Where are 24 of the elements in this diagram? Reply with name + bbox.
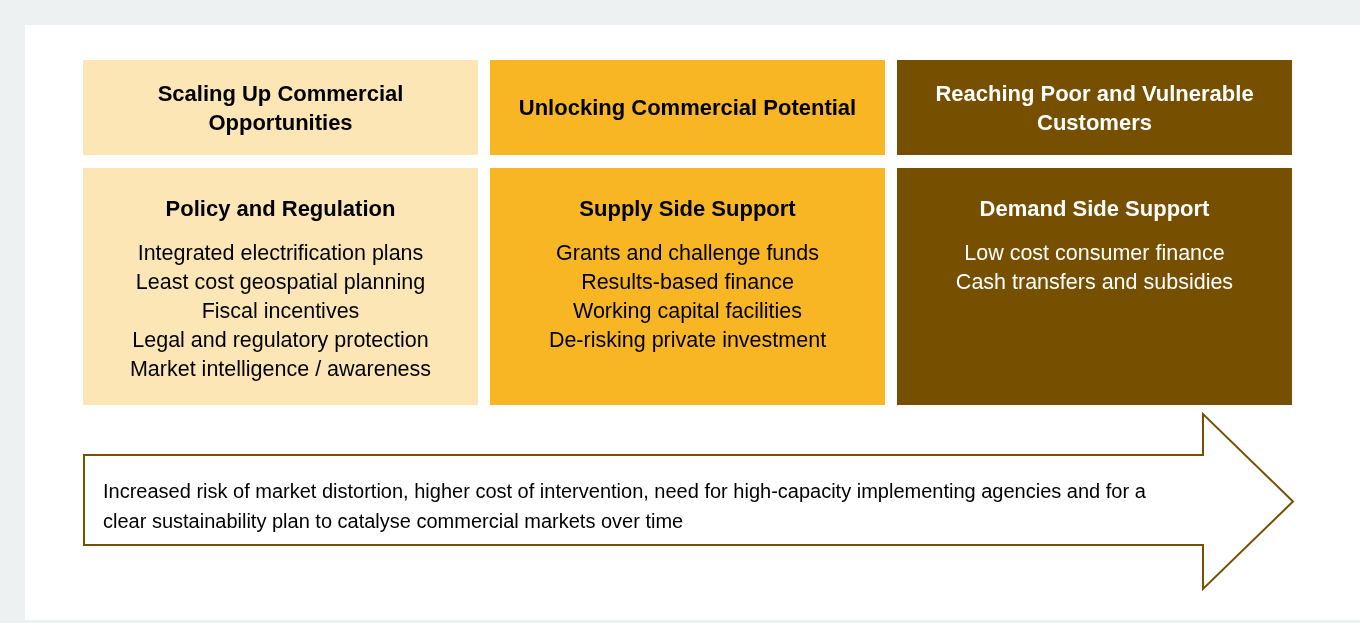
box-heading: Policy and Regulation xyxy=(165,195,396,223)
list-item: Integrated electrification plans xyxy=(137,240,424,267)
box-heading: Reaching Poor and Vulnerable Customers xyxy=(934,79,1255,137)
box-heading: Unlocking Commercial Potential xyxy=(518,94,857,122)
header-box xyxy=(83,60,478,155)
list-item: Fiscal incentives xyxy=(201,298,360,325)
category-box xyxy=(897,168,1292,405)
list-item: Low cost consumer finance xyxy=(964,240,1225,267)
list-item: Working capital facilities xyxy=(573,298,802,325)
list-item: Results-based finance xyxy=(581,269,794,296)
header-box xyxy=(897,60,1292,155)
list-item: Cash transfers and subsidies xyxy=(955,269,1234,296)
box-heading: Scaling Up Commercial Opportunities xyxy=(156,79,405,137)
category-box xyxy=(490,168,885,405)
arrow-text: Increased risk of market distortion, higher cost of intervention, need for high-capacity implementing agencies and for a clear sustainability plan to catalyse commercial markets over time xyxy=(103,479,1147,534)
list-item: Legal and regulatory protection xyxy=(132,327,429,354)
list-item: De-risking private investment xyxy=(548,327,827,354)
list-item: Least cost geospatial planning xyxy=(135,269,426,296)
list-item: Market intelligence / awareness xyxy=(129,356,432,383)
header-box xyxy=(490,60,885,155)
box-heading: Supply Side Support xyxy=(579,195,796,223)
box-heading: Demand Side Support xyxy=(979,195,1210,223)
category-box xyxy=(83,168,478,405)
list-item: Grants and challenge funds xyxy=(556,240,819,267)
